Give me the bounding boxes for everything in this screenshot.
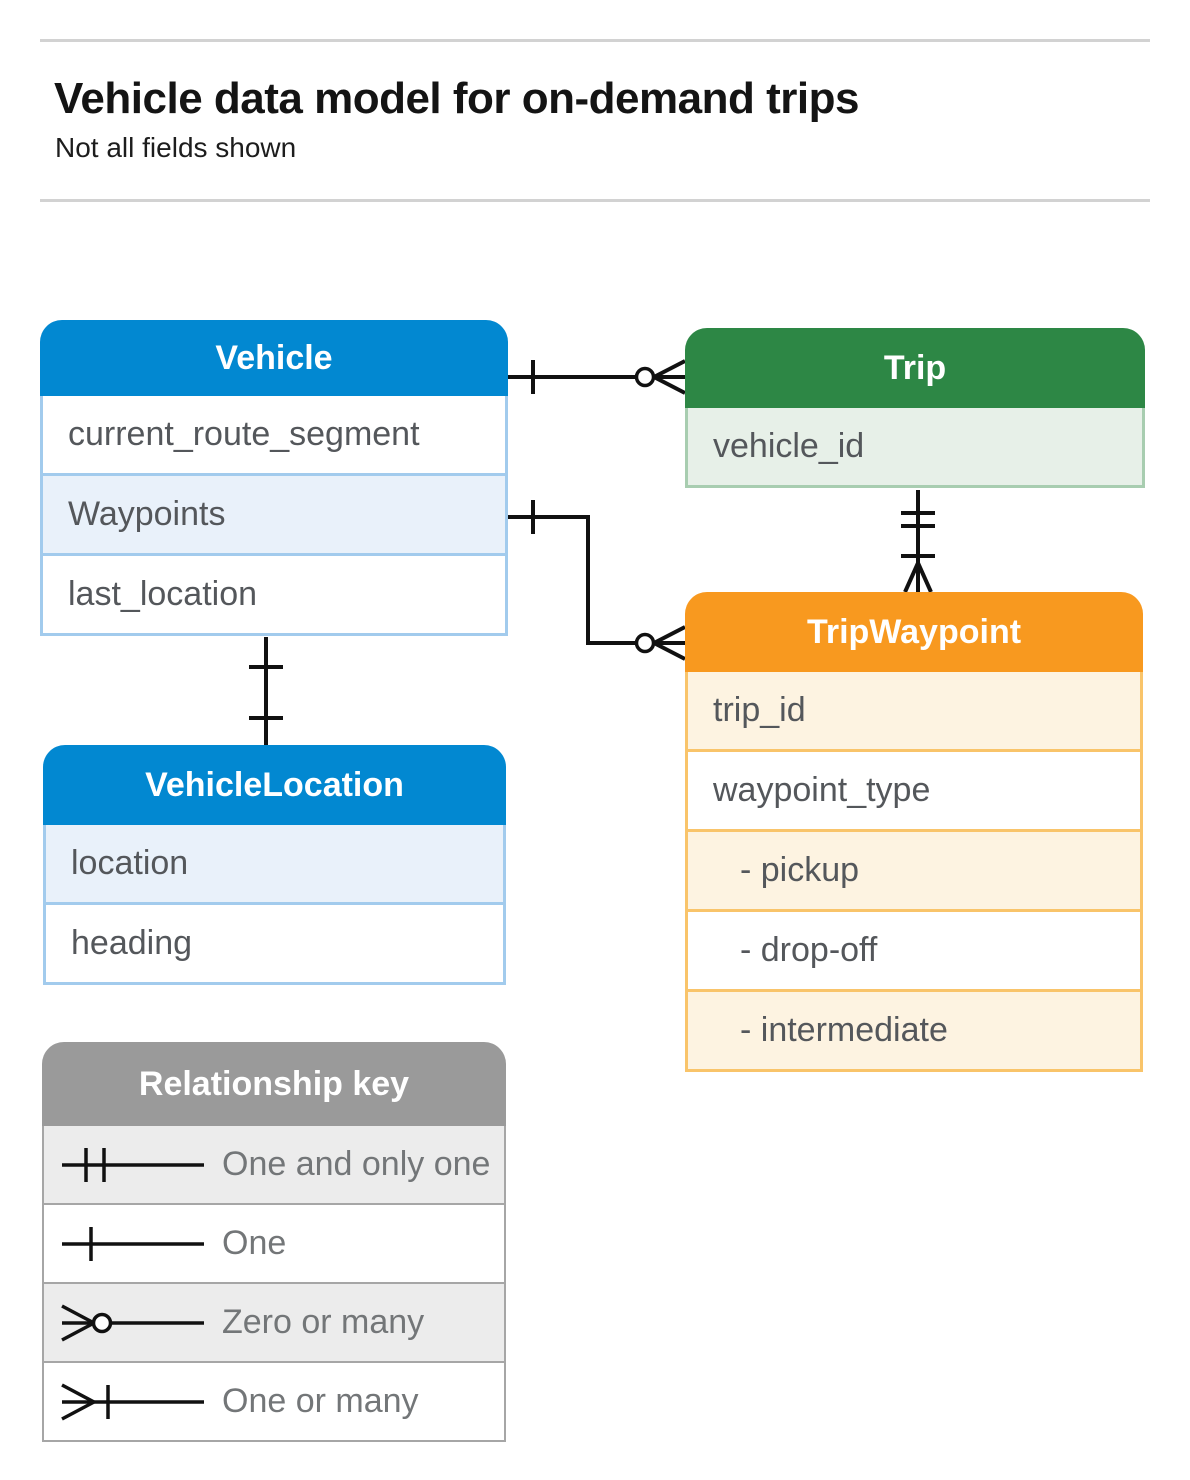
- entity-vehicle-title: Vehicle: [40, 320, 508, 396]
- legend-row: One: [44, 1203, 504, 1282]
- relationship-key-rows: One and only one One Zero or many: [42, 1126, 506, 1442]
- entity-vehicle: Vehicle current_route_segment Waypoints …: [40, 320, 508, 636]
- one-or-many-icon: [61, 1382, 204, 1421]
- connector-vehicle-trip: [508, 360, 685, 394]
- field-row: trip_id: [688, 672, 1140, 749]
- one-and-only-one-icon: [62, 1147, 204, 1182]
- legend-label: One: [222, 1224, 287, 1262]
- field-row: Waypoints: [43, 473, 505, 553]
- field-row: - pickup: [688, 829, 1140, 909]
- legend-row: Zero or many: [44, 1282, 504, 1361]
- entity-vehiclelocation-fields: location heading: [43, 825, 506, 985]
- header-divider: [40, 199, 1150, 202]
- top-divider: [40, 39, 1150, 42]
- field-row: vehicle_id: [688, 408, 1142, 485]
- entity-trip-fields: vehicle_id: [685, 408, 1145, 488]
- entity-vehiclelocation: VehicleLocation location heading: [43, 745, 506, 985]
- entity-tripwaypoint-title: TripWaypoint: [685, 592, 1143, 672]
- connector-trip-tripwaypoint: [901, 490, 935, 592]
- legend-row: One or many: [44, 1361, 504, 1440]
- page-subtitle: Not all fields shown: [55, 132, 297, 163]
- entity-tripwaypoint: TripWaypoint trip_id waypoint_type - pic…: [685, 592, 1143, 1072]
- entity-trip-title: Trip: [685, 328, 1145, 408]
- legend-row: One and only one: [44, 1126, 504, 1203]
- zero-or-many-icon: [61, 1303, 204, 1342]
- legend-label: One and only one: [222, 1145, 491, 1183]
- field-row: last_location: [43, 553, 505, 633]
- connector-vehicle-waypoints-tripwaypoint: [508, 500, 685, 659]
- one-icon: [62, 1226, 204, 1261]
- relationship-key-title: Relationship key: [42, 1042, 506, 1126]
- field-row: current_route_segment: [43, 396, 505, 473]
- field-row: - intermediate: [688, 989, 1140, 1069]
- legend-label: One or many: [222, 1382, 419, 1420]
- field-row: - drop-off: [688, 909, 1140, 989]
- relationship-key: Relationship key One and only one One: [42, 1042, 506, 1442]
- connector-vehicle-vehiclelocation: [249, 637, 283, 745]
- entity-trip: Trip vehicle_id: [685, 328, 1145, 488]
- legend-label: Zero or many: [222, 1303, 425, 1341]
- field-row: location: [46, 825, 503, 902]
- entity-vehicle-fields: current_route_segment Waypoints last_loc…: [40, 396, 508, 636]
- entity-tripwaypoint-fields: trip_id waypoint_type - pickup - drop-of…: [685, 672, 1143, 1072]
- entity-vehiclelocation-title: VehicleLocation: [43, 745, 506, 825]
- field-row: heading: [46, 902, 503, 982]
- page-title: Vehicle data model for on-demand trips: [54, 74, 859, 123]
- field-row: waypoint_type: [688, 749, 1140, 829]
